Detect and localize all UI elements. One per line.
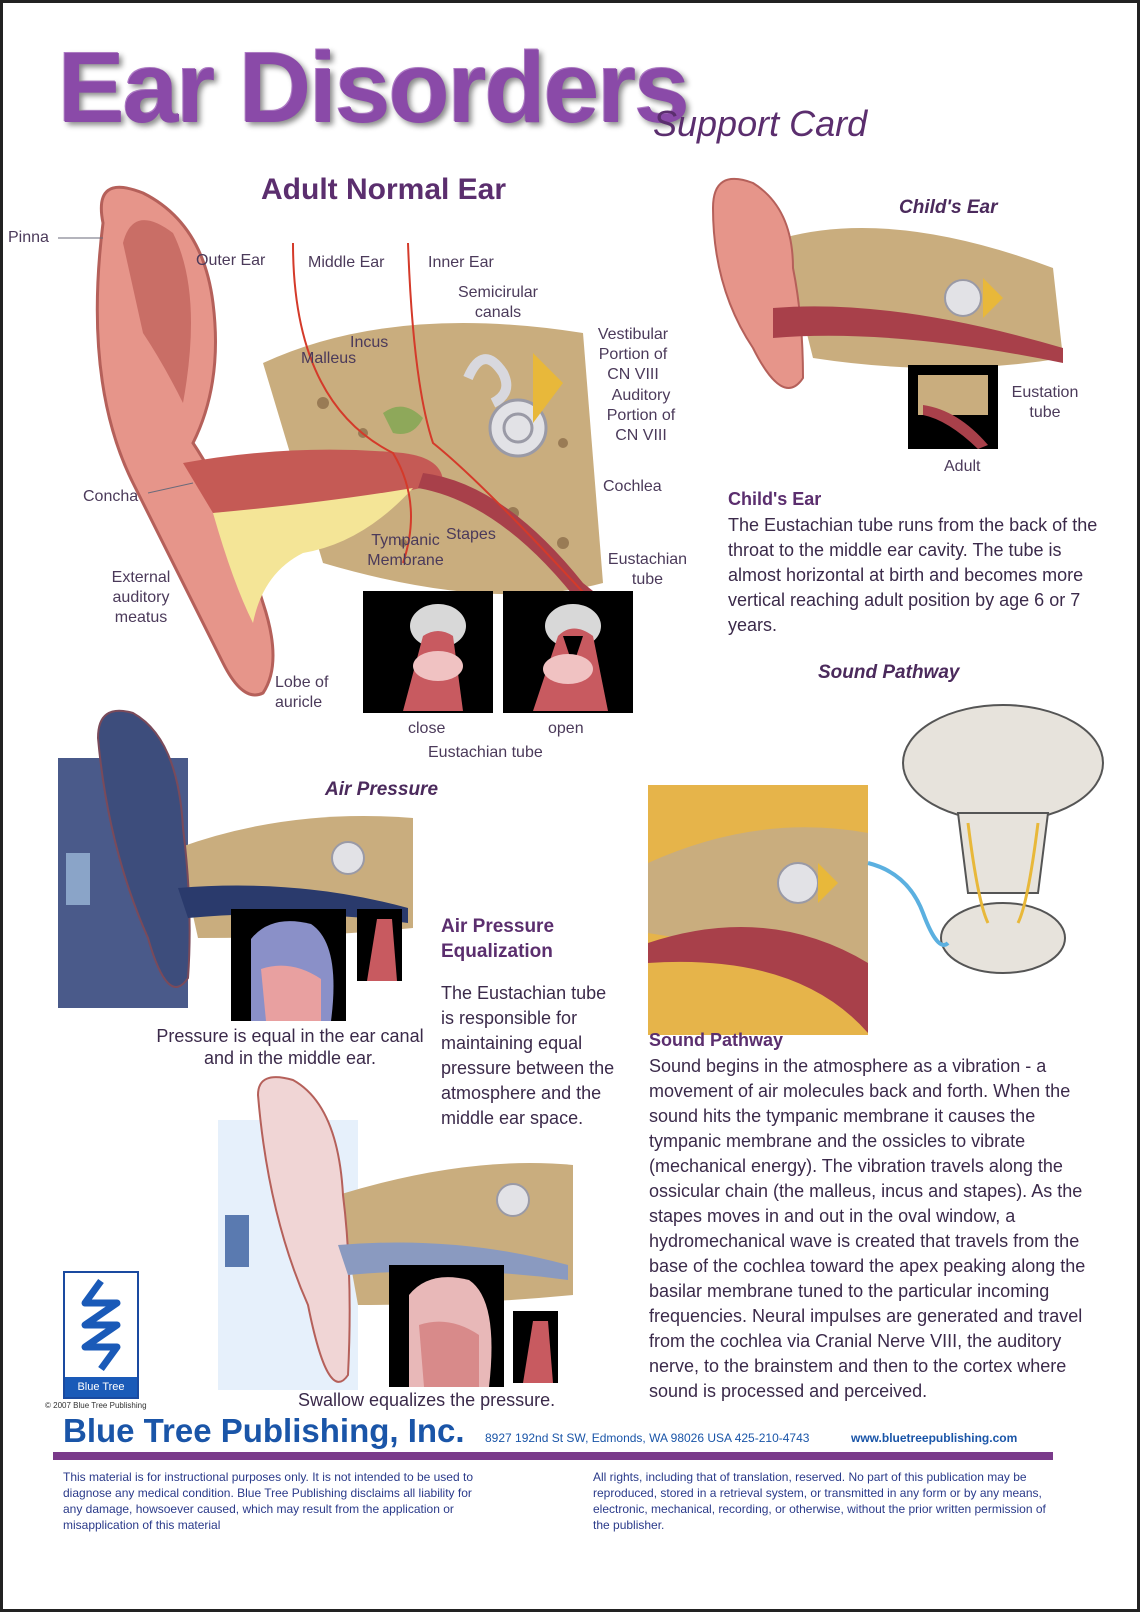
head-section-equal-image [231, 909, 346, 1021]
label-vestibular: Vestibular Portion of CN VIII [597, 326, 669, 383]
childs-ear-illustration [711, 178, 1063, 389]
label-tube-caption: Eustachian tube [428, 744, 543, 761]
tube-inset-equal-image [357, 909, 402, 981]
adult-ear-heading: Adult Normal Ear [261, 173, 507, 206]
air-pressure-caption-equal: Pressure is equal in the ear canal and i… [156, 1026, 424, 1068]
page-title: Ear Disorders [58, 32, 690, 144]
air-pressure-text: The Eustachian tube is responsible for m… [441, 983, 615, 1128]
tube-close-image [363, 591, 493, 713]
disclaimer-right: All rights, including that of translatio… [593, 1470, 1046, 1532]
label-outer-ear: Outer Ear [196, 252, 266, 269]
label-tube-open: open [548, 720, 584, 737]
label-auditory: Auditory Portion of CN VIII [606, 387, 676, 444]
footer-divider [53, 1452, 1053, 1460]
logo-text: Blue Tree [65, 1377, 137, 1397]
label-cochlea: Cochlea [603, 478, 662, 495]
air-pressure-caption-swallow: Swallow equalizes the pressure. [298, 1390, 556, 1410]
publisher-logo: Blue Tree [63, 1271, 139, 1399]
disclaimer-left: This material is for instructional purpo… [63, 1470, 473, 1532]
tube-inset-swallow-image [513, 1311, 558, 1383]
adult-inset-image [908, 365, 998, 449]
publisher-address: 8927 192nd St SW, Edmonds, WA 98026 USA … [485, 1431, 810, 1445]
label-malleus: Malleus [301, 350, 357, 367]
label-lobe: Lobe of auricle [275, 674, 329, 711]
publisher-name: Blue Tree Publishing, Inc. [63, 1412, 465, 1449]
air-pressure-illustration-equal [58, 709, 413, 1008]
label-incus: Incus [350, 334, 389, 351]
sound-pathway-text: Sound begins in the atmosphere as a vibr… [649, 1056, 1086, 1401]
air-pressure-figure-heading: Air Pressure [325, 779, 439, 800]
air-pressure-heading: Air Pressure Equalization [441, 916, 555, 962]
childs-ear-text: The Eustachian tube runs from the back o… [728, 515, 1098, 635]
label-tube-close: close [408, 720, 446, 737]
sound-pathway-illustration [648, 704, 1104, 1035]
childs-ear-figure-heading: Child's Ear [899, 197, 998, 218]
label-pinna: Pinna [8, 229, 49, 246]
head-section-swallow-image [389, 1265, 504, 1387]
label-semicircular-canals: Semicirular canals [457, 284, 538, 321]
tree-icon [81, 1278, 121, 1372]
label-stapes: Stapes [446, 526, 496, 543]
copyright: © 2007 Blue Tree Publishing [45, 1401, 147, 1410]
publisher-website[interactable]: www.bluetreepublishing.com [851, 1431, 1018, 1445]
sound-pathway-heading: Sound Pathway [649, 1030, 784, 1050]
childs-ear-heading: Child's Ear [728, 489, 822, 509]
label-inner-ear: Inner Ear [428, 254, 494, 271]
label-tympanic-membrane: Tympanic Membrane [367, 532, 444, 569]
label-middle-ear: Middle Ear [308, 254, 385, 271]
sound-pathway-figure-heading: Sound Pathway [818, 662, 960, 683]
label-eustachian-tube: Eustachian tube [607, 551, 688, 588]
label-concha: Concha [83, 488, 139, 505]
label-eustation-tube: Eustation tube [1011, 384, 1079, 421]
label-adult: Adult [944, 458, 981, 475]
tube-open-image [503, 591, 633, 713]
label-external-meatus: External auditory meatus [111, 569, 171, 626]
page-subtitle: Support Card [653, 103, 868, 144]
adult-ear-illustration [58, 185, 608, 697]
